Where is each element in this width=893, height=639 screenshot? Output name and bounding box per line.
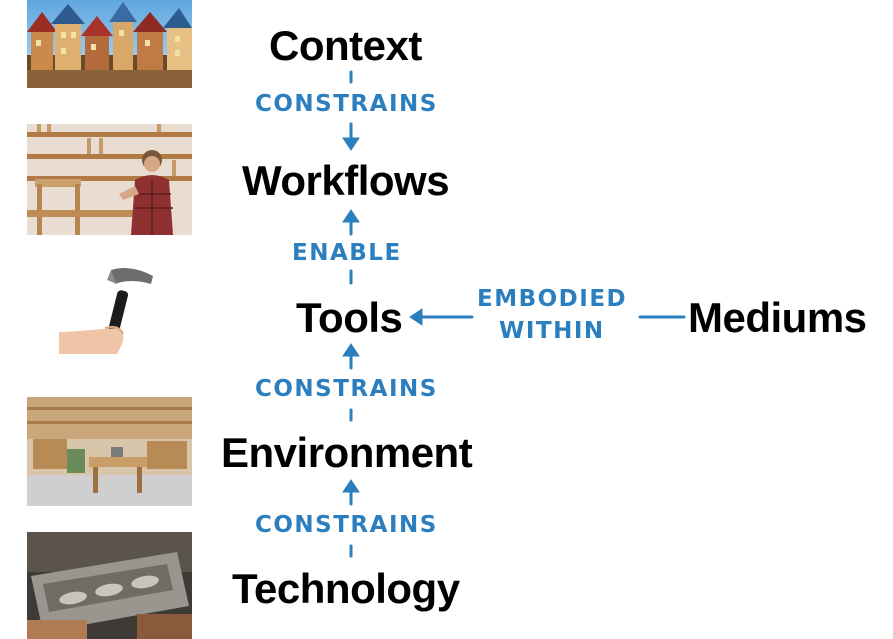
concept-workflows: Workflows (242, 157, 450, 204)
concept-context: Context (269, 22, 422, 69)
relation-tools-enable-workflows: ENABLE (292, 240, 402, 266)
relation-mediums-within-line2: WITHIN (499, 318, 605, 344)
tools-image (27, 262, 192, 362)
arrowhead-to-environment (342, 479, 360, 493)
concept-environment: Environment (221, 429, 473, 476)
arrowhead-mediums-to-tools (409, 308, 423, 326)
relation-environment-constrains-tools: CONSTRAINS (255, 376, 438, 402)
concept-technology: Technology (232, 565, 460, 612)
arrowhead-to-workflows-from-tools (342, 209, 360, 223)
relation-technology-constrains-environment: CONSTRAINS (255, 512, 438, 538)
environment-image (27, 397, 192, 506)
technology-image (27, 532, 192, 639)
concept-tools: Tools (296, 294, 403, 341)
arrowhead-to-tools (342, 343, 360, 357)
relation-mediums-embodied-line1: EMBODIED (477, 286, 628, 312)
context-image (27, 0, 192, 88)
relation-context-constrains-workflows: CONSTRAINS (255, 91, 438, 117)
arrowhead-to-workflows (342, 137, 360, 151)
workflows-image (27, 124, 192, 235)
concept-mediums: Mediums (688, 294, 867, 341)
